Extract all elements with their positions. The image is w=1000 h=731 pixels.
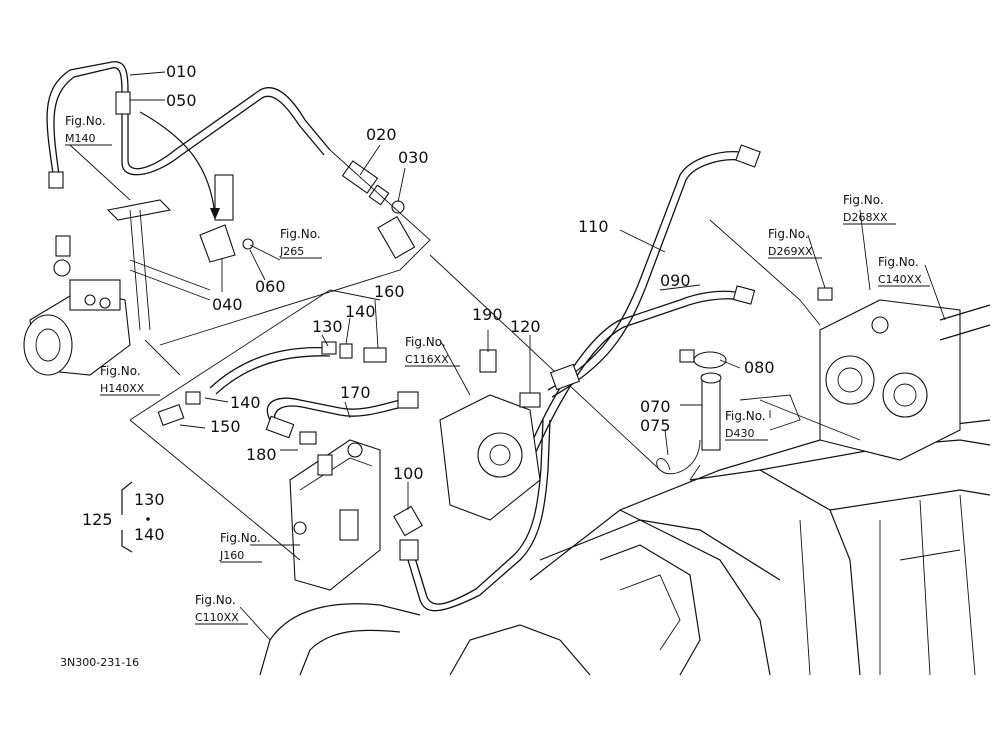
elbow-190: [479, 349, 497, 373]
bracket-d430: [739, 394, 801, 431]
tee-160: [363, 347, 387, 363]
fitting-120: [519, 392, 541, 408]
hose-clip-075: [656, 439, 701, 475]
pipe-110: [547, 144, 761, 398]
regulator-valve-c116: [439, 349, 581, 521]
fig-label-c116: Fig.No.: [405, 335, 446, 349]
callout-010: 010: [166, 62, 197, 81]
fitting-180a: [265, 415, 295, 439]
fig-label-d269: Fig.No.: [768, 227, 809, 241]
housing-c140-edge: [939, 304, 991, 321]
fitting-180b: [299, 431, 317, 445]
callout-070: 070: [640, 397, 671, 416]
callout-125: 125: [82, 510, 113, 529]
fig-code-d269: D269XX: [768, 245, 813, 258]
bracket-m140: [106, 199, 211, 331]
callout-140: 140: [230, 393, 261, 412]
fig-label-j160: Fig.No.: [220, 531, 261, 545]
callout-080: 080: [744, 358, 775, 377]
clip-140b: [185, 391, 201, 405]
fig-code-h140: H140XX: [100, 382, 145, 395]
fig-underlines: [65, 144, 930, 625]
fig-label-m140: Fig.No.: [65, 114, 106, 128]
pipe-070: [700, 372, 722, 451]
fitting-090-end: [732, 285, 756, 305]
callout-190: 190: [472, 305, 503, 324]
fig-code-c140: C140XX: [878, 273, 922, 286]
clip-140a: [339, 343, 353, 359]
pipe-170: [266, 397, 403, 425]
nut-010-end: [48, 171, 64, 189]
callout-leaders: [69, 71, 946, 641]
callout-130: 130: [312, 317, 343, 336]
fig-label-j265: Fig.No.: [280, 227, 321, 241]
callout-120: 120: [510, 317, 541, 336]
callout-125-140: 140: [134, 525, 165, 544]
sleeve-050: [115, 91, 131, 115]
callout-075: 075: [640, 416, 671, 435]
nut-130: [321, 341, 337, 355]
nut-110: [549, 363, 581, 391]
fig-code-c116: C116XX: [405, 353, 449, 366]
nut-170: [397, 391, 419, 409]
pipe-010: [46, 61, 331, 189]
leader-line: [429, 254, 661, 471]
fitting-110-end: [735, 144, 761, 168]
callout-100: 100: [393, 464, 424, 483]
fig-code-c110: C110XX: [195, 611, 239, 624]
front-housing-c110: [259, 603, 591, 676]
group-bracket-125: [121, 481, 133, 553]
fig-label-d430: Fig.No.: [725, 409, 766, 423]
plug-d269: [817, 287, 833, 301]
callout-020: 020: [366, 125, 397, 144]
callout-170: 170: [340, 383, 371, 402]
group-outline: [159, 149, 431, 346]
leader-line: [689, 464, 701, 481]
callout-180: 180: [246, 445, 277, 464]
fig-label-c140: Fig.No.: [878, 255, 919, 269]
bolt-060: [242, 238, 254, 250]
callout-030: 030: [398, 148, 429, 167]
fig-code-j160: J160: [219, 549, 244, 562]
callout-160: 160: [374, 282, 405, 301]
callout-090: 090: [660, 271, 691, 290]
nut-100: [399, 539, 419, 561]
drawing-number: 3N300-231-16: [60, 656, 139, 669]
housing-d268: [819, 299, 961, 461]
callout-150: 150: [210, 417, 241, 436]
pipe-130: [209, 346, 331, 395]
clamp-040: [199, 174, 254, 263]
callout-060: 060: [255, 277, 286, 296]
control-valve-j160: [289, 439, 381, 591]
callout-040: 040: [212, 295, 243, 314]
elbow-100: [393, 505, 423, 537]
fitting-080: [679, 349, 727, 369]
fig-code-m140: M140: [65, 132, 96, 145]
callout-110: 110: [578, 217, 609, 236]
fig-code-d430: D430: [725, 427, 754, 440]
transmission-case: [529, 419, 991, 676]
fig-label-c110: Fig.No.: [195, 593, 236, 607]
pipe-100: [404, 419, 551, 612]
fig-code-j265: J265: [279, 245, 304, 258]
steering-motor: [23, 235, 131, 376]
arrow-050-to-040: [139, 111, 216, 216]
callout-140: 140: [345, 302, 376, 321]
fig-label-d268: Fig.No.: [843, 193, 884, 207]
callout-050: 050: [166, 91, 197, 110]
pipe-090: [519, 285, 756, 474]
fig-label-h140: Fig.No.: [100, 364, 141, 378]
fig-code-d268: D268XX: [843, 211, 888, 224]
elbow-150: [157, 403, 185, 427]
callout-125-130: 130: [134, 490, 165, 509]
